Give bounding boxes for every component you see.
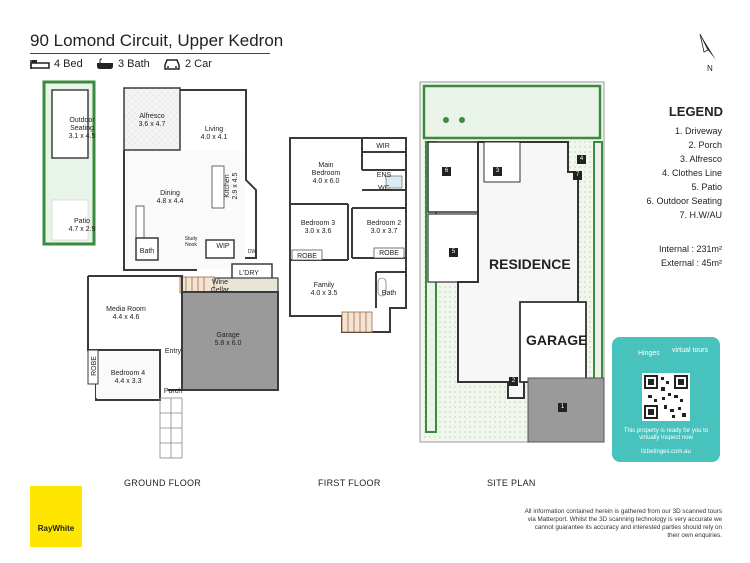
legend-list: 1. Driveway 2. Porch 3. Alfresco 4. Clot…: [646, 124, 722, 222]
feature-car: 2 Car: [163, 58, 212, 70]
room-wir: WIR: [376, 143, 390, 150]
bed-count: 4 Bed: [54, 58, 83, 70]
legend-item: 2. Porch: [688, 140, 722, 150]
qr-code-icon[interactable]: [642, 373, 690, 421]
site-tag-outdoor-seating: 6: [442, 167, 451, 176]
legend-item: 7. H.W/AU: [679, 210, 722, 220]
legend-item: 1. Driveway: [674, 126, 722, 136]
north-label: N: [707, 64, 713, 73]
badge-product: virtual tours: [671, 347, 709, 354]
raywhite-logo-text: RayWhite: [37, 524, 75, 533]
room-wip: WIP: [216, 243, 230, 250]
room-porch: Porch: [163, 388, 183, 395]
property-address: 90 Lomond Circuit, Upper Kedron: [30, 31, 284, 50]
site-tag-clothes-line: 4: [577, 155, 586, 164]
label-dishwasher: DW: [247, 249, 257, 255]
site-tag-driveway: 1: [558, 403, 567, 412]
room-robe-2: ROBE: [379, 250, 399, 257]
first-floor-plan: [289, 137, 407, 333]
feature-bath: 3 Bath: [96, 58, 150, 70]
room-ensuite: ENS: [376, 172, 392, 179]
site-residence-label: RESIDENCE: [489, 256, 571, 272]
room-robe-ground: ROBE: [91, 356, 98, 376]
first-floor-label: FIRST FLOOR: [318, 478, 381, 488]
car-icon: [164, 59, 180, 70]
site-plan: [419, 81, 605, 443]
virtual-tour-badge[interactable]: Hinges virtual tours This property is re…: [612, 337, 720, 462]
car-count: 2 Car: [185, 58, 212, 70]
site-garage-label: GARAGE: [526, 332, 588, 348]
north-arrow-icon: [699, 33, 716, 60]
address-underline: [30, 53, 270, 54]
ground-floor-plan: [42, 80, 279, 459]
badge-url[interactable]: lizbetinges.com.au: [641, 449, 691, 455]
room-laundry: L'DRY: [239, 270, 259, 277]
bath-icon: [97, 58, 113, 69]
badge-message: This property is ready for you to virtua…: [623, 428, 709, 441]
site-tag-porch: 2: [509, 377, 518, 386]
bed-icon: [30, 60, 50, 69]
site-tag-patio: 5: [449, 248, 458, 257]
disclaimer-text: All information contained herein is gath…: [524, 508, 722, 539]
legend-item: 3. Alfresco: [679, 154, 722, 164]
legend-item: 6. Outdoor Seating: [646, 196, 722, 206]
legend-item: 4. Clothes Line: [661, 168, 722, 178]
room-robe-1: ROBE: [297, 253, 317, 260]
room-bath-first: Bath: [381, 290, 397, 297]
external-area: External : 45m²: [660, 258, 722, 268]
raywhite-logo: [30, 486, 82, 547]
badge-brand: Hinges: [638, 350, 660, 357]
site-tag-hwau: 7: [573, 171, 582, 180]
ground-floor-label: GROUND FLOOR: [124, 478, 202, 488]
room-wc: WC: [378, 185, 390, 192]
site-plan-label: SITE PLAN: [487, 478, 536, 488]
legend-title: LEGEND: [668, 104, 723, 119]
feature-bed: 4 Bed: [30, 58, 83, 70]
room-bath-ground: Bath: [139, 248, 155, 255]
internal-area: Internal : 231m²: [658, 244, 722, 254]
legend-item: 5. Patio: [691, 182, 722, 192]
room-entry: Entry: [164, 348, 182, 355]
site-tag-alfresco: 3: [493, 167, 502, 176]
bath-count: 3 Bath: [118, 58, 150, 70]
